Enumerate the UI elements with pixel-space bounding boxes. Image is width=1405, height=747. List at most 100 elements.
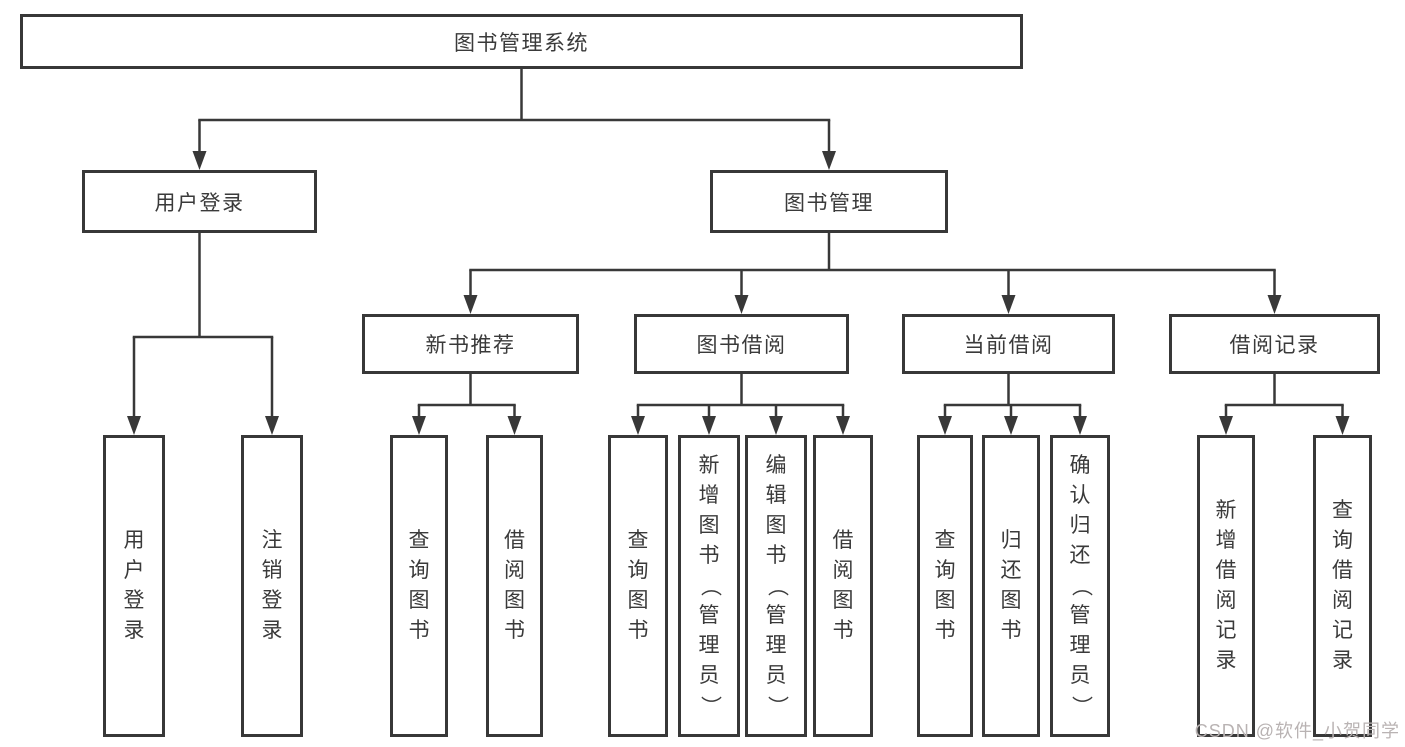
node-label-char: 借 bbox=[504, 529, 525, 552]
node-label-char: 阅 bbox=[1332, 589, 1353, 612]
node-label-char: 查 bbox=[1332, 499, 1353, 522]
node-label-char: 图 bbox=[832, 589, 854, 612]
arrowhead bbox=[1335, 416, 1350, 435]
node-label-char: （ bbox=[1069, 575, 1092, 597]
node-user-login-action: 用户登录 bbox=[103, 435, 165, 737]
node-bb-edit-books: 编辑图书（管理员） bbox=[745, 435, 807, 737]
node-label-char: 书 bbox=[408, 619, 430, 642]
arrowhead bbox=[822, 151, 836, 170]
node-label-char: 阅 bbox=[832, 559, 854, 582]
node-label-char: ） bbox=[1069, 695, 1092, 717]
arrowhead bbox=[127, 416, 141, 435]
node-cb-query-books: 查询图书 bbox=[917, 435, 973, 737]
node-logout-action: 注销登录 bbox=[241, 435, 303, 737]
arrowhead bbox=[192, 151, 207, 170]
arrowhead bbox=[1073, 416, 1087, 435]
node-label-char: 还 bbox=[1069, 544, 1091, 567]
node-label-char: 图 bbox=[627, 589, 649, 612]
arrowhead bbox=[265, 416, 279, 435]
node-label-char: 书 bbox=[832, 619, 854, 642]
node-label-char: 询 bbox=[408, 559, 430, 582]
node-label: 用户登录 bbox=[154, 191, 245, 215]
node-bb-add-books: 新增图书（管理员） bbox=[678, 435, 740, 737]
node-label-char: 确 bbox=[1069, 454, 1091, 477]
node-book-management: 图书管理 bbox=[710, 170, 948, 233]
node-br-add-record: 新增借阅记录 bbox=[1197, 435, 1255, 737]
node-label-char: ） bbox=[698, 695, 721, 717]
node-label-char: 借 bbox=[832, 529, 854, 552]
node-cb-return-books: 归还图书 bbox=[982, 435, 1040, 737]
node-label-char: 借 bbox=[1332, 559, 1353, 582]
node-label-char: 管 bbox=[765, 604, 787, 627]
arrowhead bbox=[734, 295, 749, 314]
node-label-char: 书 bbox=[627, 619, 649, 642]
arrowhead bbox=[702, 416, 716, 435]
node-label-char: 图 bbox=[408, 589, 430, 612]
node-label-char: （ bbox=[698, 575, 721, 597]
node-label-char: 图 bbox=[1000, 589, 1022, 612]
node-label-char: 归 bbox=[1000, 529, 1022, 552]
node-label-char: 阅 bbox=[1215, 589, 1237, 612]
node-label-char: 查 bbox=[408, 529, 430, 552]
node-nbr-borrow-books: 借阅图书 bbox=[486, 435, 543, 737]
arrowhead bbox=[1267, 295, 1282, 314]
node-label-char: ） bbox=[765, 695, 788, 717]
node-label-char: 管 bbox=[698, 604, 720, 627]
node-label-char: 管 bbox=[1069, 604, 1091, 627]
arrowhead bbox=[1004, 416, 1018, 435]
node-user-login: 用户登录 bbox=[82, 170, 317, 233]
node-new-book-recommend: 新书推荐 bbox=[362, 314, 579, 374]
node-label-char: 户 bbox=[123, 559, 145, 582]
node-label-char: 询 bbox=[627, 559, 649, 582]
node-label-char: 理 bbox=[1069, 634, 1091, 657]
arrowhead bbox=[1219, 416, 1233, 435]
node-label-char: 书 bbox=[504, 619, 525, 642]
node-label-char: 员 bbox=[765, 664, 787, 687]
arrowhead bbox=[412, 416, 426, 435]
node-label-char: 用 bbox=[123, 529, 145, 552]
node-library-system: 图书管理系统 bbox=[20, 14, 1023, 69]
node-label-char: 录 bbox=[261, 619, 283, 642]
node-label-char: 还 bbox=[1000, 559, 1022, 582]
node-label: 图书管理系统 bbox=[454, 31, 589, 55]
node-label-char: 询 bbox=[934, 559, 956, 582]
node-current-borrow: 当前借阅 bbox=[902, 314, 1115, 374]
node-label-char: 理 bbox=[698, 634, 720, 657]
arrowhead bbox=[507, 416, 522, 435]
arrowhead bbox=[938, 416, 952, 435]
node-label-char: 新 bbox=[1215, 499, 1237, 522]
node-label-char: 员 bbox=[1069, 664, 1091, 687]
arrowhead bbox=[769, 416, 783, 435]
node-label-char: 图 bbox=[504, 589, 525, 612]
node-label-char: 书 bbox=[1000, 619, 1022, 642]
node-bb-query-books: 查询图书 bbox=[608, 435, 668, 737]
node-label-char: 查 bbox=[627, 529, 649, 552]
node-label-char: 归 bbox=[1069, 514, 1091, 537]
node-label-char: 录 bbox=[123, 619, 145, 642]
node-label-char: 图 bbox=[698, 514, 720, 537]
node-br-query-record: 查询借阅记录 bbox=[1313, 435, 1372, 737]
arrowhead bbox=[463, 295, 478, 314]
node-label-char: 询 bbox=[1332, 529, 1353, 552]
node-label-char: 图 bbox=[934, 589, 956, 612]
node-label-char: 员 bbox=[698, 664, 720, 687]
node-label: 图书管理 bbox=[784, 191, 874, 215]
node-label-char: 录 bbox=[1332, 649, 1353, 672]
node-label-char: 记 bbox=[1215, 619, 1237, 642]
node-label-char: 销 bbox=[261, 559, 283, 582]
node-label-char: 增 bbox=[698, 484, 720, 507]
node-label-char: 书 bbox=[765, 544, 787, 567]
node-label-char: 认 bbox=[1069, 484, 1091, 507]
node-cb-confirm-return: 确认归还 （ 管理员 ） bbox=[1050, 435, 1110, 737]
node-label-char: 借 bbox=[1215, 559, 1237, 582]
node-label-char: 理 bbox=[765, 634, 787, 657]
node-label: 新书推荐 bbox=[425, 334, 516, 357]
node-label-char: 书 bbox=[934, 619, 956, 642]
node-label-char: 登 bbox=[123, 589, 145, 612]
node-label-char: 编 bbox=[765, 454, 787, 477]
node-label-char: 增 bbox=[1215, 529, 1237, 552]
node-nbr-query-books: 查询图书 bbox=[390, 435, 448, 737]
node-label: 借阅记录 bbox=[1229, 334, 1320, 357]
